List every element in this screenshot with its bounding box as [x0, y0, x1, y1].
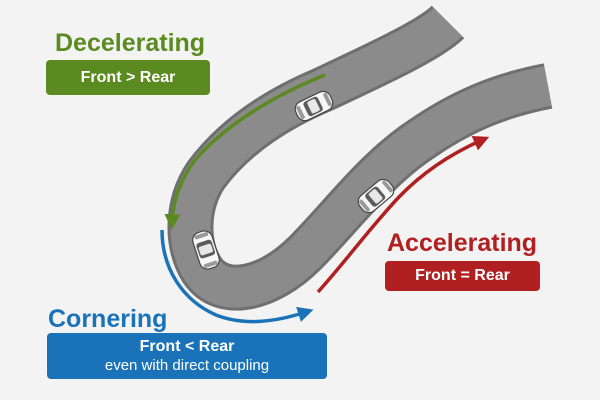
- decelerating-arrow: [164, 73, 326, 230]
- accelerating-arrow: [316, 135, 490, 294]
- cornering-arrow: [160, 229, 314, 324]
- decelerating-title: Decelerating: [55, 29, 206, 57]
- decelerating-ratio-badge: Front > Rear: [46, 60, 210, 95]
- decelerating-ratio-text: Front > Rear: [80, 68, 176, 86]
- road-surface: [170, 7, 552, 308]
- cornering-ratio-badge: Front < Rear even with direct coupling: [47, 333, 327, 379]
- accelerating-ratio-text: Front = Rear: [415, 267, 510, 284]
- accelerating-title: Accelerating: [387, 229, 538, 257]
- cornering-title: Cornering: [48, 305, 168, 333]
- cornering-note-text: even with direct coupling: [104, 356, 270, 374]
- accelerating-ratio-badge: Front = Rear: [385, 261, 540, 291]
- cornering-ratio-text: Front < Rear: [139, 337, 235, 355]
